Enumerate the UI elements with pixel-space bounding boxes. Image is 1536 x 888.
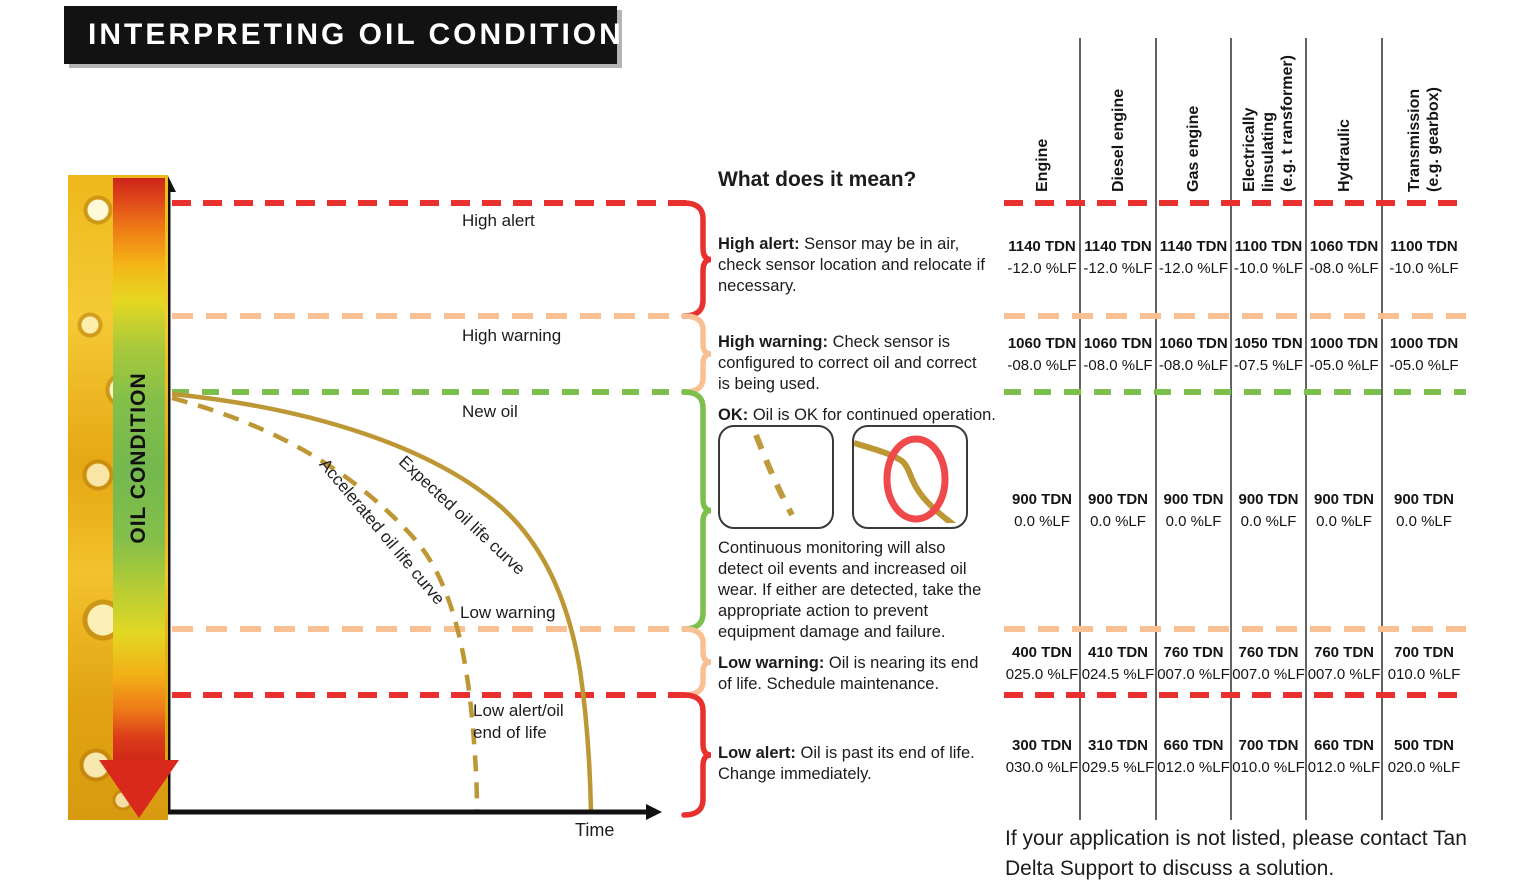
table-column-separators <box>1079 38 1383 820</box>
table-cell: 1000 TDN-05.0 %LF <box>1389 335 1459 374</box>
page-title: INTERPRETING OIL CONDITION <box>88 18 624 51</box>
table-cell: 1060 TDN-08.0 %LF <box>1309 238 1379 277</box>
accelerated-oil-life-curve <box>171 395 480 813</box>
axes <box>165 190 648 815</box>
high-alert-explanation: High alert: Sensor may be in air, check … <box>718 234 985 295</box>
accelerated-wear-icon <box>718 425 834 529</box>
column-header: Transmission (e.g. gearbox) <box>1406 87 1442 192</box>
footer-note: If your application is not listed, pleas… <box>1005 827 1467 880</box>
low-warning-lead: Low warning: <box>718 653 825 672</box>
expected-oil-life-curve <box>171 391 594 813</box>
monitoring-note: Continuous monitoring will also detect o… <box>718 538 982 641</box>
zone-label-low-warning: Low warning <box>460 603 556 622</box>
explanation-heading: What does it mean? <box>718 168 917 191</box>
table-cell: 1050 TDN-07.5 %LF <box>1233 335 1304 374</box>
low-alert-lead: Low alert: <box>718 743 796 762</box>
table-cell: 1060 TDN-08.0 %LF <box>1007 335 1077 374</box>
ok-lead: OK: <box>718 405 749 424</box>
high-warning-lead: High warning: <box>718 332 828 351</box>
high-alert-lead: High alert: <box>718 234 800 253</box>
low-warning-brace <box>681 626 712 698</box>
column-header: Engine <box>1033 138 1051 192</box>
column-header: Hydraulic <box>1335 119 1353 192</box>
low-alert-explanation: Low alert: Oil is past its end of life. … <box>718 743 975 783</box>
high-warning-explanation: High warning: Check sensor is configured… <box>718 332 977 393</box>
ok-explanation: OK: Oil is OK for continued operation. <box>718 405 996 424</box>
column-header: Diesel engine <box>1109 88 1127 192</box>
table-cell: 1100 TDN-10.0 %LF <box>1233 238 1304 277</box>
x-axis-arrowhead <box>646 804 662 820</box>
oil-condition-gradient-bar <box>113 178 165 762</box>
ok-zone-brace <box>681 389 712 632</box>
table-cell: 1140 TDN-12.0 %LF <box>1007 238 1077 277</box>
oil-event-icon <box>852 425 968 529</box>
y-axis-label: OIL CONDITION <box>127 372 150 544</box>
table-cell: 1060 TDN-08.0 %LF <box>1083 335 1153 374</box>
table-cell: 1060 TDN-08.0 %LF <box>1158 335 1229 374</box>
table-cell: 1140 TDN-12.0 %LF <box>1158 238 1229 277</box>
zone-label-high-alert: High alert <box>462 211 535 230</box>
table-cell: 1140 TDN-12.0 %LF <box>1083 238 1153 277</box>
column-header: Gas engine <box>1185 105 1202 192</box>
gradient-arrowhead <box>99 760 179 818</box>
low-warning-explanation: Low warning: Oil is nearing its end of l… <box>718 653 979 693</box>
column-header: Electrically Iinsulating (e.g. t ransfor… <box>1241 55 1296 192</box>
zone-label-new-oil: New oil <box>462 402 518 421</box>
high-alert-brace <box>681 200 712 319</box>
zone-label-high-warning: High warning <box>462 326 562 345</box>
table-cell: 1100 TDN-10.0 %LF <box>1389 238 1459 277</box>
zone-label-low-alert: Low alert/oil end of life <box>473 701 564 742</box>
high-warning-brace <box>681 313 712 395</box>
low-alert-brace <box>681 692 712 818</box>
table-cell: 1000 TDN-05.0 %LF <box>1309 335 1379 374</box>
title-banner: INTERPRETING OIL CONDITION <box>64 6 621 64</box>
x-axis-label: Time <box>575 820 615 840</box>
